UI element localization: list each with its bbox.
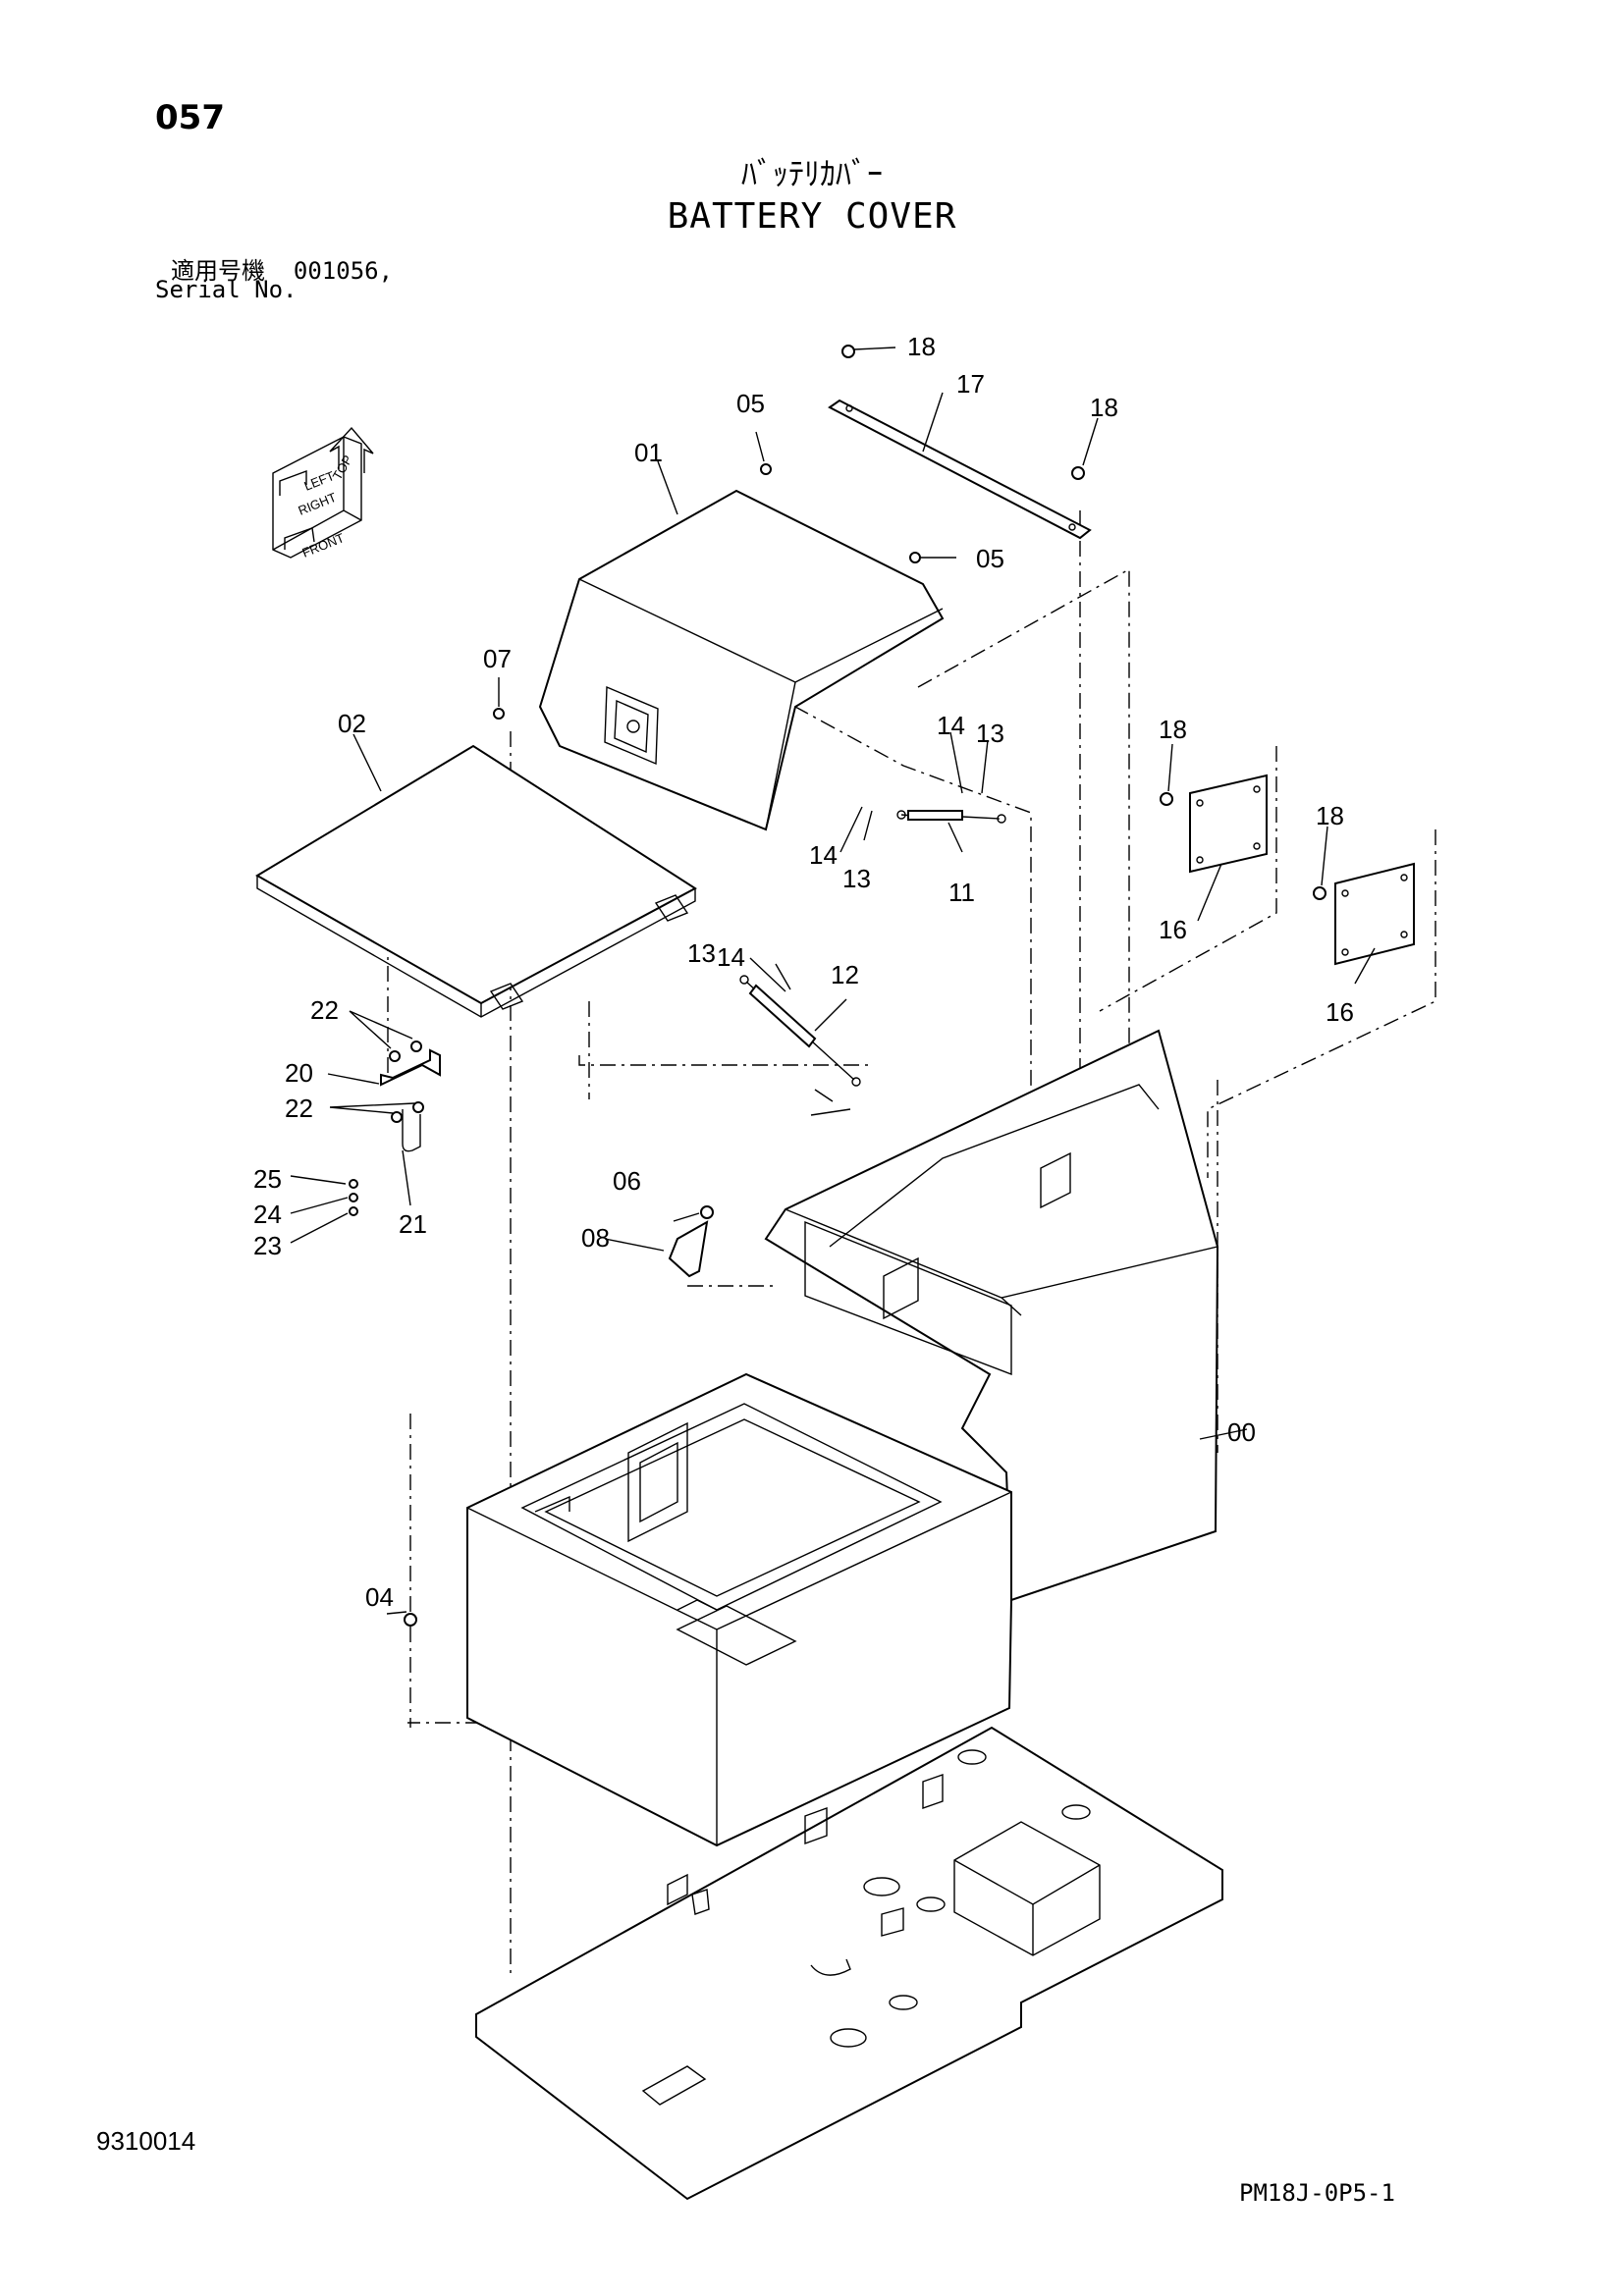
bolt-05 <box>909 552 921 563</box>
bolt-06 <box>700 1205 714 1219</box>
nut-22 <box>410 1041 422 1052</box>
callout-13: 13 <box>687 938 716 968</box>
callout-11: 11 <box>948 878 975 907</box>
callout-05: 05 <box>976 544 1004 573</box>
callout-00: 00 <box>1227 1417 1256 1447</box>
orientation-indicator: TOP LEFT RIGHT FRONT <box>272 426 374 561</box>
bolt-23 <box>349 1206 358 1216</box>
part-20-bracket <box>380 1048 441 1087</box>
callout-06: 06 <box>613 1166 641 1196</box>
part-21-u-bolt <box>402 1109 421 1152</box>
callout-16: 16 <box>1159 915 1187 944</box>
callout-02: 02 <box>338 709 366 738</box>
callout-01: 01 <box>634 438 663 467</box>
nut-22 <box>412 1101 424 1113</box>
bolt-05 <box>760 463 772 475</box>
fasteners <box>349 345 1326 1627</box>
washer-24 <box>349 1193 358 1202</box>
callout-23: 23 <box>253 1231 282 1260</box>
centerline <box>407 1664 514 1724</box>
nut-22 <box>391 1111 403 1123</box>
part-16-plate-b <box>1334 862 1415 966</box>
callout-12: 12 <box>831 960 859 989</box>
callout-25: 25 <box>253 1164 282 1194</box>
callout-04: 04 <box>365 1582 394 1612</box>
orientation-front-label: FRONT <box>300 530 347 561</box>
title-english: BATTERY COVER <box>667 196 957 237</box>
bolt-07 <box>493 708 505 720</box>
callout-16: 16 <box>1326 997 1354 1027</box>
part-16-plate-a <box>1189 774 1268 874</box>
latch-box <box>604 685 659 766</box>
bolt-18 <box>841 345 855 358</box>
serial-label-jp: 適用号機 <box>171 257 265 285</box>
part-02-lid <box>255 744 697 1018</box>
callout-08: 08 <box>581 1223 610 1253</box>
washer-25 <box>349 1179 358 1189</box>
drawing-code: 9310014 <box>96 2126 196 2156</box>
callout-21: 21 <box>399 1209 427 1239</box>
page-number: 057 <box>155 98 225 137</box>
leader-lines <box>290 347 1376 1615</box>
sheet-code: PM18J-0P5-1 <box>1239 2179 1395 2207</box>
callout-20: 20 <box>285 1058 313 1088</box>
callout-22: 22 <box>285 1094 313 1123</box>
left-arrow-icon <box>279 469 307 496</box>
callout-13: 13 <box>842 864 871 893</box>
callout-05: 05 <box>736 389 765 418</box>
callout-17: 17 <box>956 369 985 399</box>
callout-24: 24 <box>253 1200 282 1229</box>
callout-18: 18 <box>1316 801 1344 830</box>
centerline <box>1099 746 1277 1012</box>
callout-14: 14 <box>809 840 838 870</box>
bolt-04 <box>404 1613 417 1627</box>
part-17-strap <box>828 399 1092 540</box>
callout-13: 13 <box>976 719 1004 748</box>
title-japanese: ﾊﾞｯﾃﾘｶﾊﾞｰ <box>740 155 883 192</box>
top-arrow-icon <box>329 426 374 473</box>
callout-14: 14 <box>937 711 965 740</box>
callout-18: 18 <box>1090 393 1118 422</box>
callout-14: 14 <box>717 942 745 972</box>
serial-label-en: Serial No. <box>155 276 298 303</box>
part-01-cover <box>538 489 945 831</box>
lock-icon <box>626 720 640 733</box>
serial-line: 適用号機 001056, <box>171 251 393 286</box>
orientation-right-label: RIGHT <box>297 490 339 518</box>
nut-22 <box>389 1050 401 1062</box>
part-12-gas-spring <box>739 975 861 1087</box>
bolt-18 <box>1071 466 1085 480</box>
part-11-gas-spring <box>896 810 1006 824</box>
serial-value: 001056, <box>293 257 394 285</box>
callout-22: 22 <box>310 995 339 1025</box>
callout-labels: 00 01 02 04 05 05 06 07 08 11 12 13 13 1… <box>253 332 1354 1612</box>
part-00-console-body <box>466 1029 1219 1847</box>
bolt-18 <box>1313 886 1326 900</box>
front-arrow-icon <box>284 527 315 550</box>
part-08-bracket <box>668 1220 709 1278</box>
orientation-box-edges <box>272 437 362 551</box>
centerline <box>578 1055 874 1066</box>
base-plate <box>475 1726 1223 2201</box>
callout-07: 07 <box>483 644 512 673</box>
centerline <box>1207 829 1436 1178</box>
bolt-18 <box>1160 792 1173 806</box>
callout-18: 18 <box>1159 715 1187 744</box>
callout-18: 18 <box>907 332 936 361</box>
